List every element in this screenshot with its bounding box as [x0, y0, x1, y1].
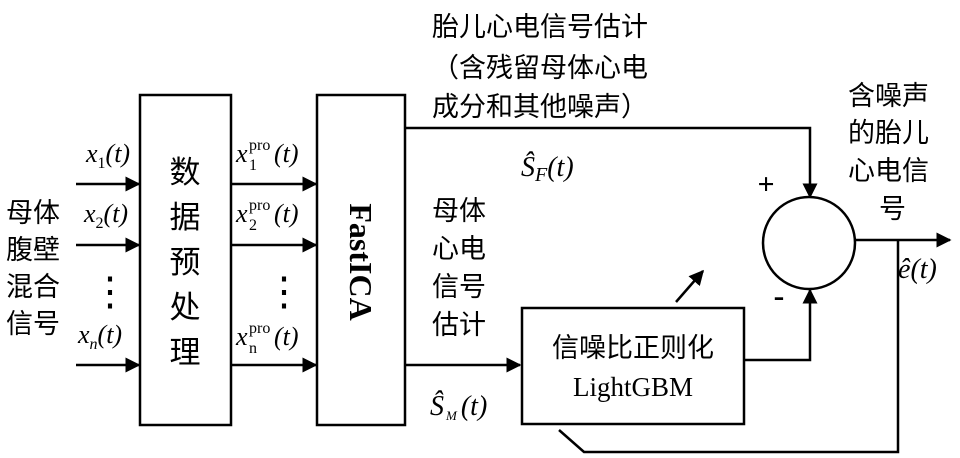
svg-text:pro: pro	[249, 137, 270, 154]
svg-text:(t): (t)	[274, 139, 299, 168]
lightgbm-block	[520, 306, 746, 426]
preprocess-char-2: 据	[170, 200, 201, 236]
summer-plus-sign: +	[757, 168, 774, 201]
preprocess-block	[138, 93, 233, 427]
svg-text:pro: pro	[249, 320, 270, 337]
preprocess-char-1: 数	[170, 155, 201, 191]
input-label-line-1: 母体	[6, 198, 60, 229]
svg-text:x: x	[235, 139, 248, 168]
preprocessed-x2-symbol: x pro 2 (t)	[235, 197, 299, 234]
preprocessed-xn-symbol: x pro n (t)	[235, 320, 299, 357]
input-label-line-3: 混合	[6, 272, 60, 303]
input-xn-symbol: xn(t)	[77, 320, 122, 353]
svg-text:x: x	[235, 199, 248, 228]
preprocess-char-4: 处	[170, 290, 201, 326]
model-output-path	[744, 288, 818, 362]
svg-text:1: 1	[249, 157, 257, 174]
preprocessed-ellipsis: ⋮	[264, 269, 304, 314]
output-symbol: ê(t)	[898, 254, 937, 285]
svg-text:(t): (t)	[274, 199, 299, 228]
fetal-signal-path	[405, 126, 818, 199]
preprocessed-x1-symbol: x pro 1 (t)	[235, 137, 299, 174]
output-label-line-2: 的胎儿	[848, 118, 929, 149]
input-signal-label: 母体 腹壁 混合 信号	[6, 198, 60, 340]
preprocess-char-3: 预	[170, 245, 201, 281]
preprocess-char-5: 理	[170, 335, 201, 371]
summing-junction	[761, 195, 857, 291]
output-label-line-4: 号	[879, 194, 906, 225]
fastica-block	[315, 93, 407, 427]
svg-text:2: 2	[249, 217, 257, 234]
input-label-line-4: 信号	[6, 309, 60, 340]
svg-text:n: n	[249, 340, 257, 357]
output-label-line-3: 心电信	[848, 156, 929, 187]
lightgbm-line-1: 信噪比正则化	[552, 333, 714, 364]
svg-text:x: x	[235, 322, 248, 351]
input-ellipsis: ⋮	[90, 269, 130, 314]
maternal-estimate-line-1: 母体	[432, 196, 486, 227]
feedback-path	[558, 240, 900, 454]
output-label-line-1: 含噪声	[848, 81, 929, 112]
maternal-estimate-line-4: 估计	[432, 310, 486, 341]
lightgbm-line-2: LightGBM	[573, 372, 693, 402]
fetal-estimate-line-1: 胎儿心电信号估计	[432, 12, 648, 43]
input-x1-symbol: x1(t)	[85, 139, 130, 172]
maternal-estimate-line-3: 信号	[432, 272, 486, 303]
fastica-label: FastICA	[343, 203, 379, 320]
fetal-symbol: ŜF(t)	[521, 152, 574, 186]
svg-text:pro: pro	[249, 197, 270, 214]
summer-minus-sign: -	[774, 277, 785, 313]
input-x2-symbol: x2(t)	[83, 199, 128, 232]
adaptation-arrow	[675, 269, 704, 303]
svg-text:(t): (t)	[274, 322, 299, 351]
fetal-estimate-line-2: （含残留母体心电	[432, 53, 648, 84]
fetal-estimate-line-3: 成分和其他噪声）	[432, 92, 648, 123]
maternal-estimate-line-2: 心电	[432, 234, 486, 265]
input-label-line-2: 腹壁	[6, 235, 60, 266]
